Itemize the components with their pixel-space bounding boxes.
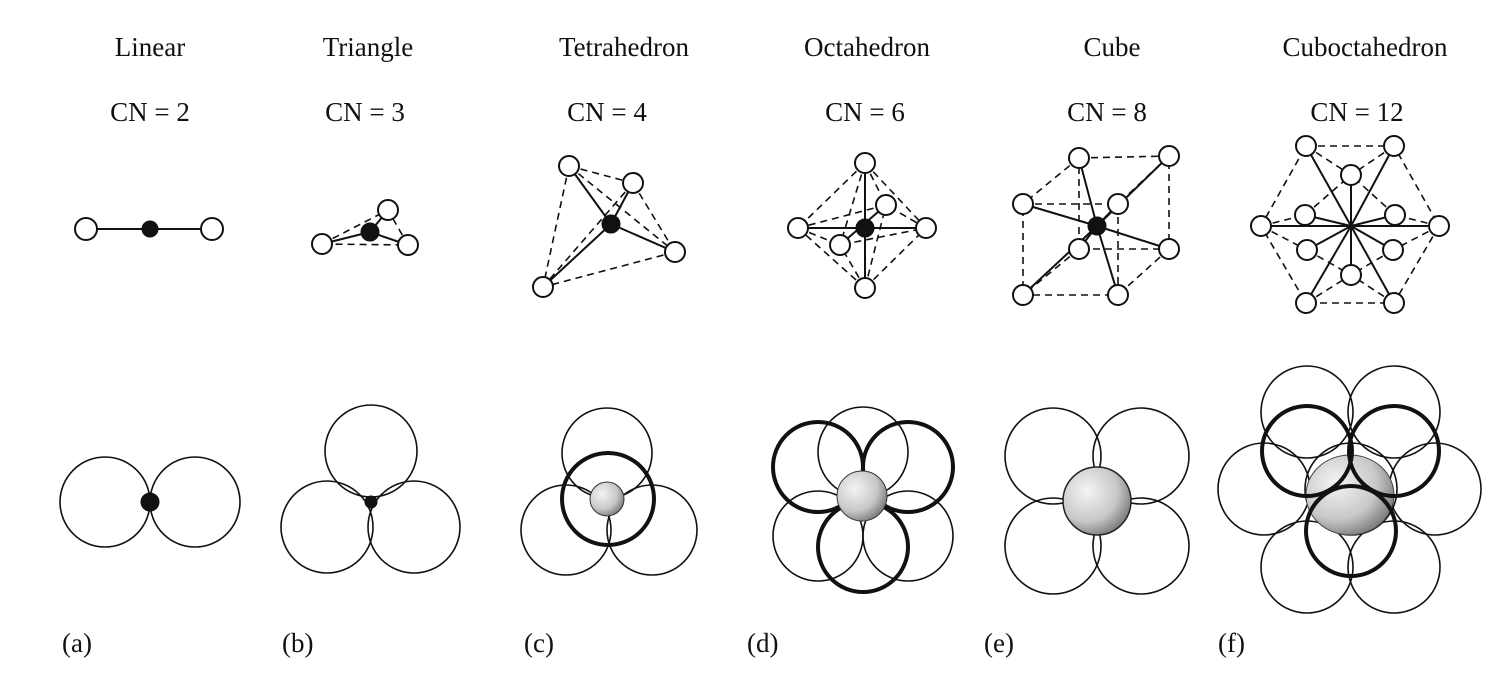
panel-label-c: (c) [524,628,554,658]
octahedron-sphere-packing [771,406,955,594]
cuboctahedron-sphere-packing [1217,365,1482,614]
tetrahedron-sphere-packing [520,407,698,576]
title-cube: Cube [1084,32,1141,62]
cube-sphere-packing [1004,407,1190,595]
panel-label-e: (e) [984,628,1014,658]
cn-linear: CN = 2 [110,97,190,127]
panel-label-d: (d) [747,628,778,658]
title-tetrahedron: Tetrahedron [559,32,690,62]
linear-sphere-packing [59,456,241,548]
panel-label-a: (a) [62,628,92,658]
title-octahedron: Octahedron [804,32,930,62]
cn-cuboctahedron: CN = 12 [1310,97,1403,127]
cuboctahedron-ball-stick [1250,135,1450,314]
octahedron-ball-stick [787,152,937,299]
title-triangle: Triangle [323,32,414,62]
linear-ball-stick [74,217,224,241]
panel-label-f: (f) [1218,628,1245,658]
cn-octahedron: CN = 6 [825,97,905,127]
tetrahedron-ball-stick [532,155,686,298]
panel-label-b: (b) [282,628,313,658]
cn-tetrahedron: CN = 4 [567,97,647,127]
triangle-sphere-packing [280,404,461,574]
title-cuboctahedron: Cuboctahedron [1283,32,1448,62]
triangle-ball-stick [311,199,419,256]
cn-triangle: CN = 3 [325,97,405,127]
title-linear: Linear [115,32,185,62]
cn-cube: CN = 8 [1067,97,1147,127]
cube-ball-stick [1012,145,1180,306]
